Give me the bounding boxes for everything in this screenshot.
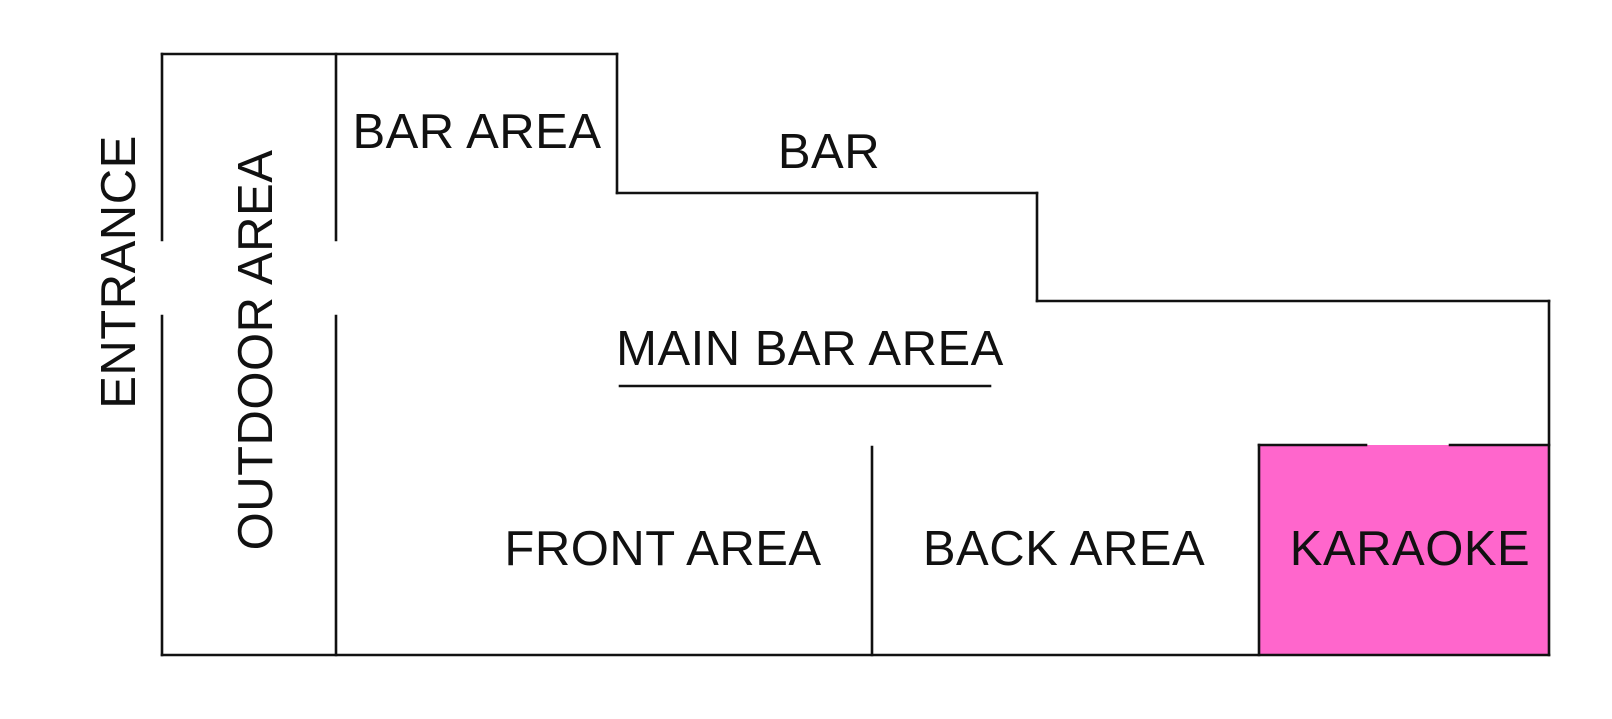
outer-walls: [160, 52, 1551, 657]
karaoke-label[interactable]: KARAOKE: [1290, 522, 1530, 576]
front-area-label[interactable]: FRONT AREA: [504, 522, 821, 576]
bar-label[interactable]: BAR: [778, 125, 880, 179]
interior-walls: [334, 52, 1551, 657]
karaoke-room[interactable]: [1259, 445, 1549, 655]
entrance-label: ENTRANCE: [92, 135, 146, 409]
outdoor-area-label: OUTDOOR AREA: [229, 150, 283, 551]
bar-area-label[interactable]: BAR AREA: [352, 105, 601, 159]
back-area-label[interactable]: BACK AREA: [923, 522, 1205, 576]
main-bar-area-label[interactable]: MAIN BAR AREA: [616, 322, 1004, 376]
